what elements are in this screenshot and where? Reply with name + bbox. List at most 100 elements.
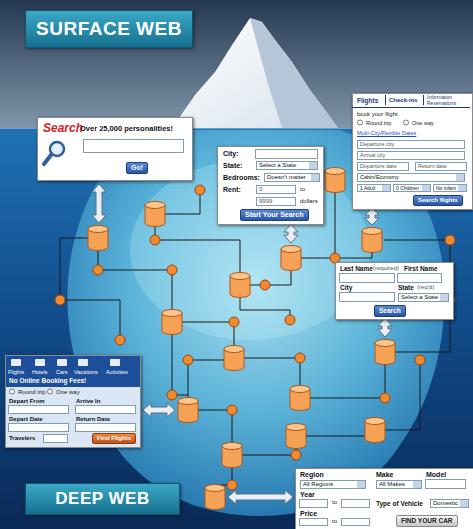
tab-label: Flights <box>8 369 24 376</box>
link-text: Multi-City/Flexible Dates <box>357 130 416 137</box>
empty-input <box>340 293 395 302</box>
hint-text: (req'd) <box>417 284 434 291</box>
tab-icon <box>35 359 45 366</box>
search-icon <box>44 155 51 164</box>
network-node <box>229 317 239 327</box>
radio-button <box>358 120 363 125</box>
field-label: City: <box>223 150 239 158</box>
sea <box>0 128 473 529</box>
tab-label: Activities <box>106 369 128 376</box>
tab-icon <box>11 359 120 366</box>
input-field: Arrival city <box>357 151 465 160</box>
field-label: Travelers <box>9 435 35 442</box>
submit-button: Search flights <box>413 195 463 206</box>
double-arrow <box>92 184 106 223</box>
empty-input <box>9 406 69 414</box>
network-wire <box>60 238 120 340</box>
empty-input <box>340 274 395 283</box>
search-heading: Search <box>43 121 83 135</box>
tab-label: Information Reservations <box>427 95 469 106</box>
web-layer-label: SURFACE WEB <box>25 10 193 48</box>
search-icon <box>50 142 64 156</box>
database-cylinder <box>290 386 310 411</box>
tab-label: Vacations <box>74 369 98 376</box>
select-field: No infant <box>433 184 467 192</box>
field-label: Region <box>300 471 324 479</box>
double-arrow <box>143 403 175 417</box>
network-node <box>183 355 193 365</box>
input-field: 9999 <box>256 197 296 206</box>
iceberg <box>67 130 444 516</box>
iceberg <box>0 18 473 516</box>
form-text: Round trip <box>18 389 46 396</box>
select-field: All Makes <box>376 480 422 489</box>
form-text: Round trip <box>366 120 391 127</box>
database-cylinder <box>362 228 382 253</box>
empty-input <box>76 406 136 414</box>
submit-button: FIND YOUR CAR <box>396 515 458 527</box>
network-wire <box>335 253 372 258</box>
iceberg <box>250 18 338 128</box>
field-label: Depart Date <box>9 416 43 423</box>
input-field: Return date <box>415 162 467 171</box>
input-field: Departure date <box>357 162 409 171</box>
network-node <box>415 355 425 365</box>
field-label: Last Name <box>340 265 373 273</box>
tab-icon <box>78 359 88 366</box>
field-label: First Name <box>404 265 438 273</box>
promo-text: No Online Booking Fees! <box>9 377 86 385</box>
network-node <box>93 265 103 275</box>
form-text: to <box>332 499 337 506</box>
radio-button <box>48 389 53 394</box>
double-arrow <box>284 224 298 243</box>
select-field: Domestic <box>430 499 469 508</box>
field-label: Depart From <box>9 398 45 405</box>
web-form: RegionMakeModelAll RegionsAll MakesYeart… <box>295 468 473 529</box>
empty-input <box>398 274 442 283</box>
empty-input <box>426 480 466 489</box>
field-label: City <box>340 284 352 292</box>
web-form: SearchOver 25,000 personalities!Go! <box>37 117 193 181</box>
database-cylinder <box>145 202 165 227</box>
empty-input <box>342 500 370 508</box>
database-cylinder <box>230 273 250 298</box>
select-field: 0 Children <box>393 184 431 192</box>
tab-label: Flights <box>357 97 378 105</box>
field-label: Make <box>376 471 394 479</box>
tab-rule <box>385 95 386 105</box>
submit-button: Find Flights <box>92 433 136 444</box>
select-field: 1 Adult <box>357 184 391 192</box>
field-label: Over 25,000 personalities! <box>80 124 173 133</box>
tab-label: Hotels <box>32 369 48 376</box>
form-text: One way <box>56 389 80 396</box>
network-node <box>55 295 65 305</box>
field-label: Bedrooms: <box>223 174 260 182</box>
network-node <box>285 315 295 325</box>
network-wire <box>300 365 385 398</box>
network-node <box>295 353 305 363</box>
network-node <box>115 335 125 345</box>
web-form: FlightsHotelsCarsVacationsActivitiesNo O… <box>5 355 141 448</box>
empty-input <box>76 424 136 432</box>
field-label: Type of Vehicle <box>376 500 423 508</box>
network-wire <box>98 238 172 322</box>
empty-input <box>342 519 370 526</box>
submit-button: Start Your Search <box>240 209 309 221</box>
network-node <box>380 393 390 403</box>
web-layer-label: DEEP WEB <box>25 483 180 515</box>
database-cylinder <box>222 443 242 468</box>
network-node <box>445 235 455 245</box>
select-field: Doesn't matter <box>264 173 320 182</box>
form-text: One way <box>412 120 434 127</box>
database-cylinder <box>162 310 182 335</box>
network-node <box>195 185 205 195</box>
empty-input <box>84 140 184 153</box>
empty-input <box>9 424 69 432</box>
database-cylinder <box>205 485 225 510</box>
field-label: Year <box>300 491 315 499</box>
empty-input <box>300 500 328 508</box>
database-cylinder <box>88 168 395 510</box>
empty-input <box>44 435 68 443</box>
database-cylinder <box>178 398 198 423</box>
network-node <box>291 450 301 460</box>
